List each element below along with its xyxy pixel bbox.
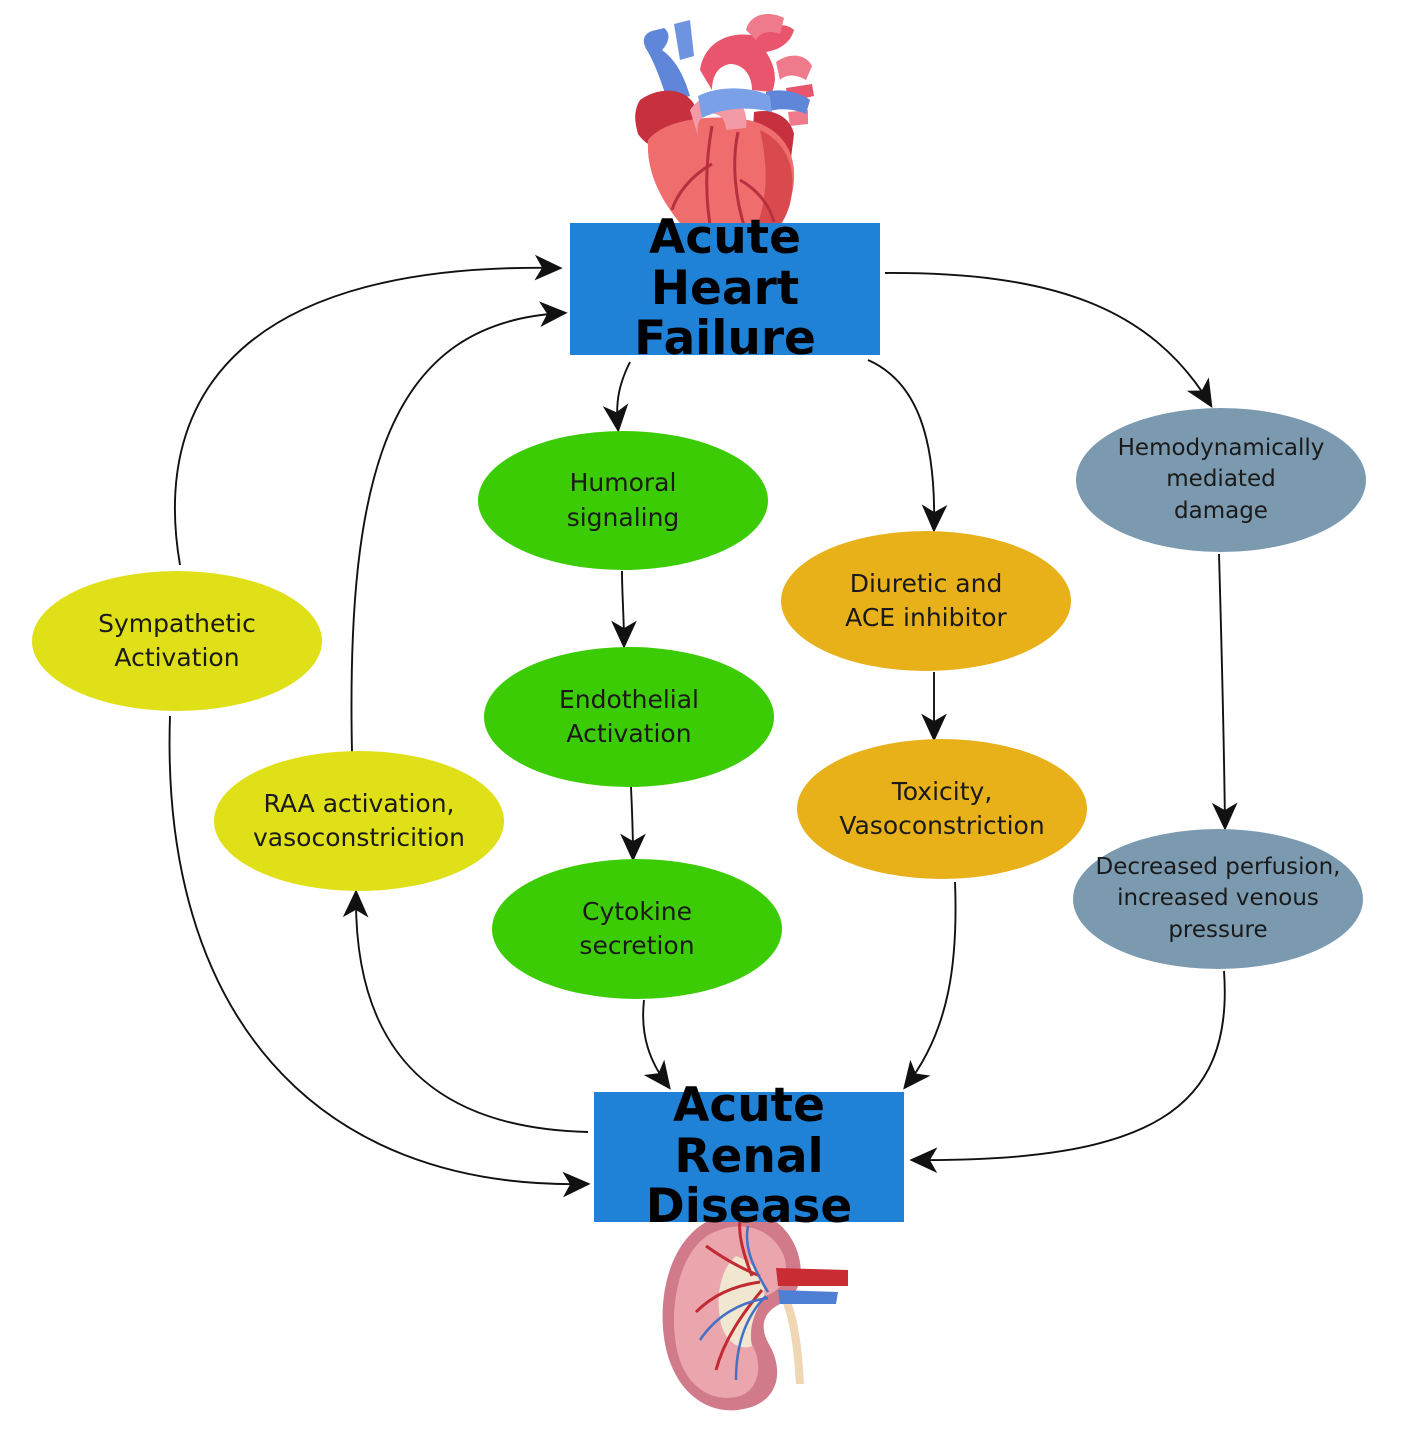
perfusion-line2: increased venous <box>1117 885 1319 912</box>
arrow-sympathetic-to-renal-disease <box>168 715 591 1198</box>
humoral-signaling-line1: Humoral <box>569 468 677 497</box>
humoral-signaling-node: Humoral signaling <box>478 431 768 570</box>
acute-renal-disease-box: Acute Renal Disease <box>594 1080 904 1232</box>
arrow-heart-failure-to-humoral <box>602 361 631 433</box>
raa-activation-line2: vasoconstricition <box>253 823 465 852</box>
heart-icon <box>635 14 814 252</box>
perfusion-line1: Decreased perfusion, <box>1095 854 1341 881</box>
arrow-heart-failure-to-diuretic <box>867 359 948 533</box>
endothelial-activation-line1: Endothelial <box>559 684 699 714</box>
arrow-renal-disease-to-raa <box>342 889 589 1133</box>
arrow-sympathetic-to-heart-failure <box>173 254 563 566</box>
acute-heart-failure-label-line1: Acute Heart <box>648 209 802 316</box>
raa-activation-line1: RAA activation, <box>263 788 455 818</box>
arrow-humoral-to-endothelial <box>611 570 637 649</box>
diuretic-ace-inhibitor-node: Diuretic and ACE inhibitor <box>781 531 1071 671</box>
hemodynamically-mediated-damage-node: Hemodynamically mediated damage <box>1076 408 1366 552</box>
endothelial-activation-line2: Activation <box>566 719 692 748</box>
arrow-cytokine-to-renal-disease <box>642 999 671 1090</box>
diuretic-ace-inhibitor-line2: ACE inhibitor <box>845 603 1007 632</box>
diuretic-ace-inhibitor-line1: Diuretic and <box>849 568 1003 598</box>
arrow-heart-failure-to-hemodynamic <box>884 272 1213 408</box>
arrow-perfusion-to-renal-disease <box>909 970 1226 1174</box>
sympathetic-activation-node: Sympathetic Activation <box>32 571 322 711</box>
hemodynamic-line1: Hemodynamically <box>1117 435 1325 462</box>
arrow-hemodynamic-to-perfusion <box>1211 553 1238 831</box>
perfusion-line3: pressure <box>1168 916 1268 943</box>
cytokine-secretion-line2: secretion <box>579 931 695 960</box>
humoral-signaling-line2: signaling <box>566 502 680 532</box>
raa-activation-node: RAA activation, vasoconstricition <box>214 751 504 891</box>
decreased-perfusion-node: Decreased perfusion, increased venous pr… <box>1073 829 1363 969</box>
endothelial-activation-node: Endothelial Activation <box>484 647 774 787</box>
arrow-raa-to-heart-failure <box>350 301 568 753</box>
acute-heart-failure-label-line2: Failure <box>634 311 816 367</box>
toxicity-vasoconstriction-node: Toxicity, Vasoconstriction <box>797 739 1087 879</box>
sympathetic-activation-line2: Activation <box>114 643 240 672</box>
arrow-toxicity-to-renal-disease <box>903 881 957 1090</box>
acute-renal-disease-label-line2: Disease <box>645 1179 853 1235</box>
toxicity-vasoconstriction-line1: Toxicity, <box>891 776 993 806</box>
sympathetic-activation-line1: Sympathetic <box>98 608 256 638</box>
arrow-endothelial-to-cytokine <box>620 786 646 862</box>
acute-renal-disease-label-line1: Acute Renal <box>672 1077 826 1184</box>
acute-heart-failure-box: Acute Heart Failure <box>570 212 880 364</box>
kidney-icon <box>662 1211 848 1411</box>
toxicity-vasoconstriction-line2: Vasoconstriction <box>839 811 1045 840</box>
hemodynamic-line2: mediated <box>1166 466 1276 493</box>
hemodynamic-line3: damage <box>1174 497 1268 524</box>
cytokine-secretion-node: Cytokine secretion <box>492 859 782 999</box>
cytokine-secretion-line1: Cytokine <box>582 896 692 926</box>
